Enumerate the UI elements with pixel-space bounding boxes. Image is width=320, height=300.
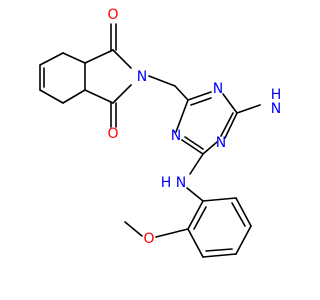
bond bbox=[39, 89, 64, 104]
bond bbox=[224, 112, 238, 139]
bond bbox=[189, 153, 204, 175]
bond bbox=[202, 197, 237, 202]
structure-drawing: O O N N N N H N H N O bbox=[39, 7, 281, 258]
nitrogen-atom-triazine-top: N bbox=[213, 81, 223, 97]
bonds bbox=[39, 23, 261, 258]
bond bbox=[236, 104, 261, 114]
bond bbox=[112, 49, 132, 69]
bond bbox=[84, 49, 114, 64]
bond bbox=[187, 200, 204, 230]
bond bbox=[174, 85, 189, 101]
bond bbox=[202, 253, 237, 258]
bond bbox=[155, 228, 189, 238]
nitrogen-atom-triazine-left: N bbox=[171, 128, 181, 144]
bond bbox=[235, 225, 252, 255]
bond bbox=[186, 187, 204, 202]
bond-double bbox=[193, 206, 207, 230]
bond-double bbox=[205, 248, 233, 252]
aniline-nitrogen: N bbox=[176, 175, 186, 191]
atom-labels: O O N N N N H N H N O bbox=[107, 7, 281, 247]
oxygen-atom-bottom: O bbox=[107, 126, 118, 142]
bond bbox=[84, 89, 114, 104]
bond bbox=[187, 91, 212, 101]
aniline-hydrogen: H bbox=[161, 175, 172, 191]
bond bbox=[39, 52, 64, 66]
bond bbox=[148, 75, 176, 87]
bond bbox=[222, 93, 238, 114]
bond bbox=[124, 221, 143, 237]
bond bbox=[202, 141, 218, 155]
bond bbox=[187, 228, 204, 258]
nitrogen-atom-triazine-right: N bbox=[216, 135, 226, 151]
bond-double bbox=[220, 112, 234, 137]
oxygen-atom-top: O bbox=[107, 7, 118, 23]
bond bbox=[112, 84, 132, 104]
nitrogen-atom-imide: N bbox=[137, 69, 147, 85]
amine-nitrogen: N bbox=[271, 101, 281, 117]
bond-double bbox=[231, 202, 246, 227]
bond-double bbox=[184, 136, 204, 150]
amine-hydrogen: H bbox=[271, 87, 282, 103]
methoxy-oxygen: O bbox=[143, 231, 154, 247]
bond bbox=[235, 197, 252, 227]
bond bbox=[62, 89, 86, 104]
bond bbox=[181, 139, 204, 155]
bond bbox=[175, 99, 189, 133]
bond bbox=[62, 52, 86, 64]
bond-double bbox=[190, 97, 212, 106]
molecule-diagram: O O N N N N H N H N O bbox=[39, 7, 281, 258]
